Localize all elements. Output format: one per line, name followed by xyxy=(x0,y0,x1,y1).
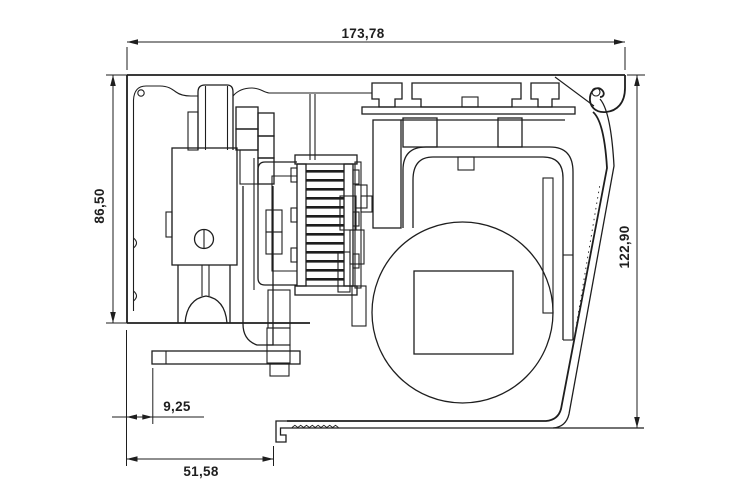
dimension-left-height: 86,50 xyxy=(92,74,127,324)
rail-serration xyxy=(291,424,339,429)
inner-liner-top-left xyxy=(132,85,198,101)
pulley-top-cap xyxy=(294,154,358,165)
bracket-dome xyxy=(184,295,228,324)
motor-frame xyxy=(337,82,576,341)
arrowhead-right xyxy=(614,39,625,45)
pulley-channel-outer xyxy=(257,161,297,286)
dimension-right-height: 122,90 xyxy=(617,74,645,428)
bolt-head-segment xyxy=(257,135,275,159)
frame-outer xyxy=(402,146,574,340)
arrowhead-up xyxy=(634,75,640,86)
frame-inner xyxy=(412,156,564,340)
liner-notch-ring xyxy=(137,89,145,97)
wall-outer xyxy=(287,111,608,422)
motor-body-rect xyxy=(413,270,514,355)
arrowhead-left xyxy=(127,39,138,45)
nut-segment xyxy=(235,128,259,151)
foot-block xyxy=(266,327,291,346)
dimension-label: 9,25 xyxy=(163,399,191,414)
motor-circle xyxy=(371,221,554,404)
pulley-flange-right xyxy=(343,163,354,287)
rail-slot xyxy=(371,82,403,108)
wall-inner xyxy=(552,98,615,429)
bolt-column xyxy=(197,84,234,150)
frame-right-plate xyxy=(542,177,554,314)
arrowhead-right xyxy=(142,414,153,420)
inner-liner-top-right xyxy=(232,87,372,97)
channel-plate xyxy=(265,209,283,233)
dimension-bottom-width: 51,58 xyxy=(126,446,274,479)
channel-lower-plate xyxy=(267,289,291,329)
arrowhead-right xyxy=(262,456,274,462)
frame-top-block xyxy=(497,117,523,148)
step-block xyxy=(349,229,365,265)
bracket-block xyxy=(171,147,238,266)
rail-clip-hook xyxy=(275,420,287,443)
nut-segment xyxy=(235,106,259,130)
channel-plate xyxy=(265,231,283,255)
step-block xyxy=(351,285,367,327)
bolt-shank xyxy=(239,149,259,185)
foot-block xyxy=(266,344,291,364)
step-block xyxy=(339,195,357,231)
arrowhead-down xyxy=(110,312,116,323)
frame-top-block xyxy=(402,117,438,148)
dimension-foot-offset: 9,25 xyxy=(112,330,204,466)
pulley-flange-left xyxy=(296,163,307,287)
dimension-label: 51,58 xyxy=(183,464,218,479)
motor xyxy=(371,221,554,404)
flange-tab xyxy=(290,247,298,263)
frame-tab xyxy=(457,156,475,171)
bolt-head-segment xyxy=(257,112,275,137)
frame-left-column xyxy=(372,119,402,229)
mounting-bracket xyxy=(151,84,316,377)
rail-bar xyxy=(361,106,576,115)
arrowhead-left xyxy=(126,456,138,462)
rail-slot xyxy=(530,82,560,108)
curl-hook xyxy=(589,75,626,113)
dimension-label: 86,50 xyxy=(92,188,107,223)
flange-tab xyxy=(352,253,360,269)
block-side-tab xyxy=(165,211,173,238)
bottom-rail xyxy=(275,420,644,443)
screw-head xyxy=(193,228,215,250)
foot-clamp xyxy=(269,363,290,377)
step-block xyxy=(337,251,351,293)
foot-arm xyxy=(151,350,301,365)
arrowhead-up xyxy=(110,75,116,86)
dimension-top-width: 173,78 xyxy=(126,26,626,70)
right-profile-curl xyxy=(287,75,626,429)
pulley-channel-inner xyxy=(271,175,297,272)
flange-tab xyxy=(290,167,298,183)
column-tab xyxy=(187,111,199,151)
arrowhead-left xyxy=(126,414,137,420)
arrowhead-down xyxy=(634,417,640,428)
belt-pulley xyxy=(253,154,373,329)
dimension-label: 173,78 xyxy=(341,26,384,41)
rail-slot xyxy=(411,82,522,108)
pulley-side-plate xyxy=(354,161,362,289)
bracket-arm-column xyxy=(242,186,274,346)
pulley-bottom-cap xyxy=(294,285,358,296)
rail-tab xyxy=(461,96,479,108)
liner-diagonal xyxy=(554,76,595,107)
housing-profile xyxy=(126,74,625,324)
flange-tab xyxy=(290,207,298,223)
dimension-label: 122,90 xyxy=(617,225,632,268)
flange-tab xyxy=(352,169,360,185)
liner-notches xyxy=(133,237,138,302)
